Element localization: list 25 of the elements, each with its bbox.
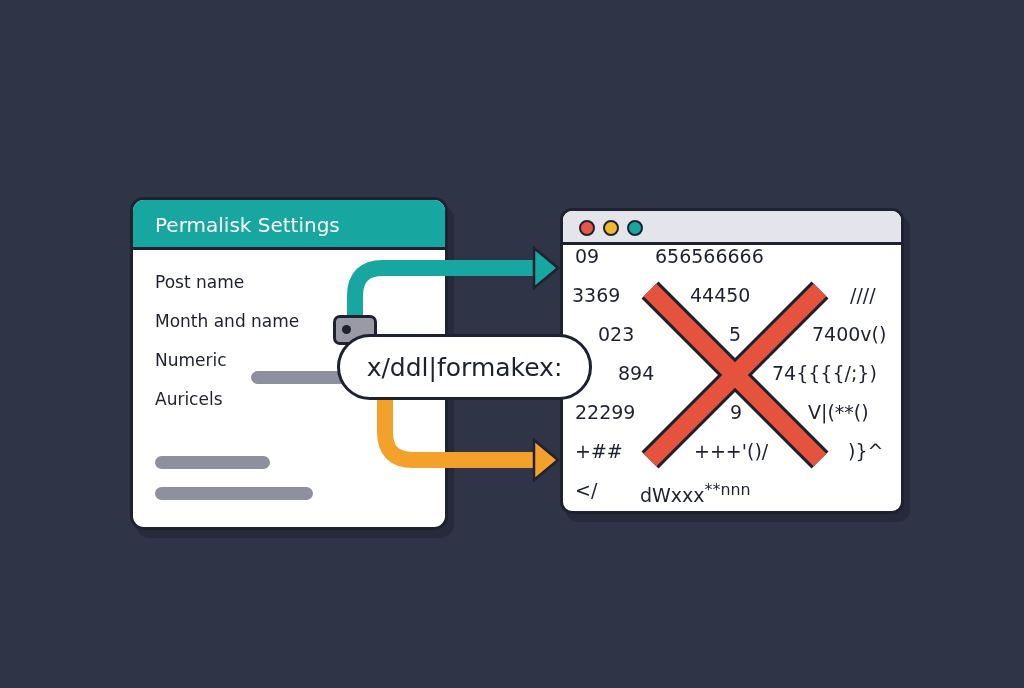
garbled-text: 09: [575, 244, 600, 268]
garbled-text: ////: [850, 283, 876, 307]
garbled-text: V|(**(): [808, 400, 869, 424]
garbled-text: 44450: [690, 283, 751, 307]
garbled-text: 894: [618, 361, 655, 385]
option-label: Numeric: [155, 350, 227, 370]
garbled-text: 22299: [575, 400, 636, 424]
garbled-text: +##: [575, 439, 623, 463]
garbled-text: 656566666: [655, 244, 764, 268]
garbled-text: 74{{{{/;}): [772, 361, 877, 385]
option-label: Month and name: [155, 311, 300, 331]
garbled-text: </: [575, 478, 598, 502]
garbled-text: )}^: [848, 439, 884, 463]
garbled-text: dWxxx$^{**nnn}$: [640, 479, 751, 508]
option-label: Post name: [155, 272, 245, 292]
url-text: x/ddl|formakex:: [366, 352, 563, 382]
garbled-text: 7400v(): [812, 322, 887, 346]
garbled-text: 3369: [572, 283, 621, 307]
panel-title: Permalisk Settings: [155, 213, 340, 237]
garbled-text: 5: [729, 322, 742, 346]
option-label: Auricels: [155, 389, 223, 409]
garbled-text: 023: [598, 322, 635, 346]
garbled-text: 9: [730, 400, 743, 424]
garbled-text: +++'()/: [694, 439, 769, 463]
url-pill: [337, 334, 592, 400]
